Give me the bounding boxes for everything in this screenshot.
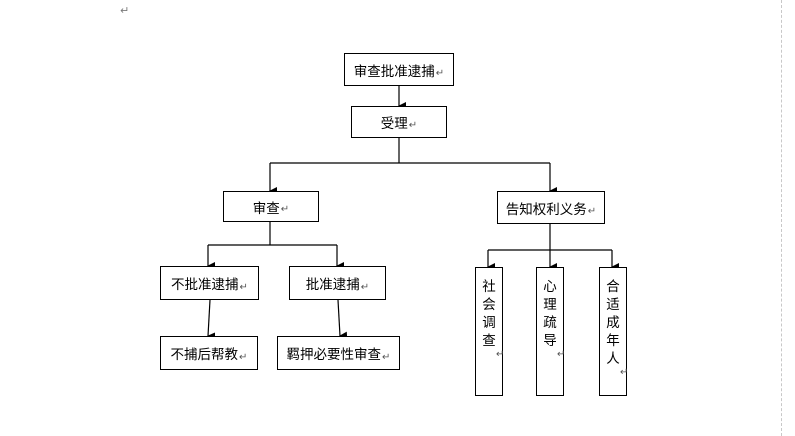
paragraph-mark-icon: ↵	[620, 367, 629, 378]
paragraph-mark-icon: ↵	[435, 68, 445, 79]
node-custody-review-label: 羁押必要性审查	[286, 347, 382, 363]
node-review: 审查↵	[223, 191, 319, 222]
node-root: 审查批准逮捕↵	[344, 53, 454, 86]
node-accept-label: 受理	[380, 116, 408, 132]
vchar: 社	[482, 279, 496, 295]
page-margin-line	[781, 0, 782, 436]
vchar: 成	[606, 315, 620, 331]
node-appropriate-adult: 合 适 成 年 人 ↵	[599, 267, 629, 396]
arrow-to-custody-review	[337, 299, 348, 340]
vchar: 心	[543, 279, 557, 295]
paragraph-mark-icon: ↵	[557, 349, 566, 360]
vchar: 理	[543, 297, 557, 313]
vchar: 会	[482, 297, 496, 313]
paragraph-mark-icon: ↵	[360, 282, 370, 293]
paragraph-mark-icon: ↵	[408, 120, 418, 131]
node-approve: 批准逮捕↵	[289, 266, 386, 300]
paragraph-mark-icon: ↵	[239, 352, 248, 363]
vchar: 人	[606, 351, 620, 367]
paragraph-mark-icon: ↵	[120, 4, 130, 17]
node-inform-label: 告知权利义务	[505, 201, 587, 218]
node-not-arrest-help-label: 不捕后帮教	[170, 347, 239, 363]
vchar: 查	[482, 333, 496, 349]
node-accept: 受理↵	[351, 106, 447, 138]
paragraph-mark-icon: ↵	[239, 282, 248, 293]
paragraph-mark-icon: ↵	[587, 206, 597, 217]
node-not-approve-label: 不批准逮捕	[171, 277, 239, 293]
vchar: 适	[606, 297, 620, 313]
vchar: 合	[606, 279, 620, 295]
node-custody-review: 羁押必要性审查↵	[277, 336, 400, 370]
vchar: 疏	[543, 315, 557, 331]
vchar: 导	[543, 333, 557, 349]
node-not-arrest-help: 不捕后帮教↵	[160, 336, 258, 370]
arrow-to-not-arrest-help	[207, 299, 216, 341]
node-inform: 告知权利义务↵	[497, 191, 605, 224]
vchar: 调	[482, 315, 496, 331]
node-approve-label: 批准逮捕	[305, 277, 360, 293]
node-review-label: 审查	[252, 200, 280, 217]
paragraph-mark-icon: ↵	[496, 349, 505, 360]
vchar: 年	[606, 333, 620, 349]
node-psych-counsel: 心 理 疏 导 ↵	[536, 267, 566, 396]
paragraph-mark-icon: ↵	[382, 352, 391, 363]
node-root-label: 审查批准逮捕	[353, 63, 435, 80]
node-not-approve: 不批准逮捕↵	[160, 266, 259, 300]
paragraph-mark-icon: ↵	[280, 204, 290, 215]
node-social-investigation: 社 会 调 查 ↵	[475, 267, 505, 396]
